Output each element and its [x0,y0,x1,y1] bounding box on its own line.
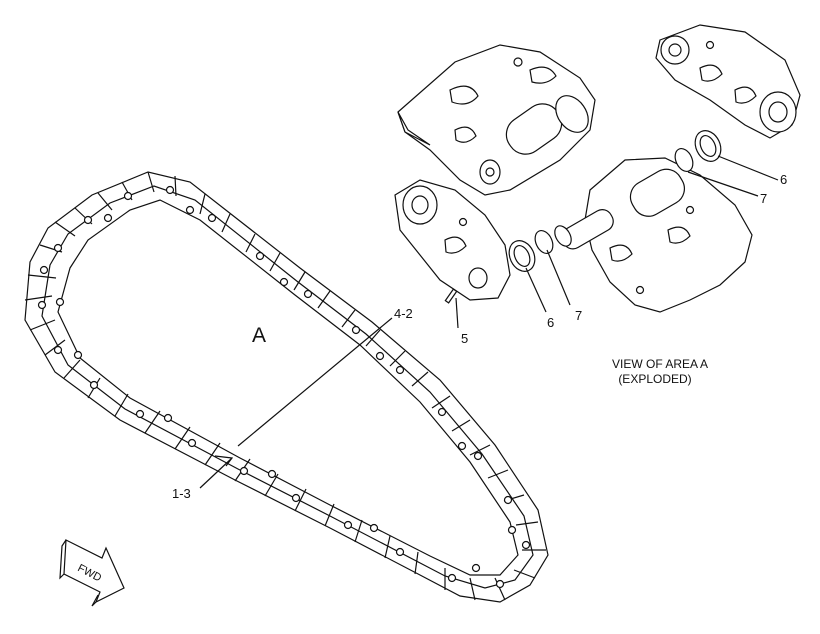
spacer-ring-lower [534,230,554,254]
callout-6-upper: 6 [780,172,787,187]
callout-1-3: 1-3 [172,486,191,501]
seal-ring-upper [694,130,722,162]
callout-6-lower: 6 [547,315,554,330]
exploded-link-upper-left [397,44,596,196]
callout-5: 5 [461,331,468,346]
leader-lines [199,155,779,489]
view-caption-line1: VIEW OF AREA A [612,357,708,371]
fwd-arrow-icon: FWD [59,539,125,607]
callout-7-lower: 7 [575,308,582,323]
track-chain-loop [24,171,549,603]
seal-ring-lower [508,240,536,272]
exploded-link-lower-right [554,157,753,313]
area-a-label: A [252,324,266,347]
callout-7-upper: 7 [760,191,767,206]
view-caption-line2: (EXPLODED) [618,372,691,386]
exploded-link-lower-left [394,179,511,301]
exploded-link-upper-right [655,24,801,139]
callout-4-2: 4-2 [394,306,413,321]
spacer-ring-upper [674,148,694,172]
pin-part-5 [444,288,458,304]
